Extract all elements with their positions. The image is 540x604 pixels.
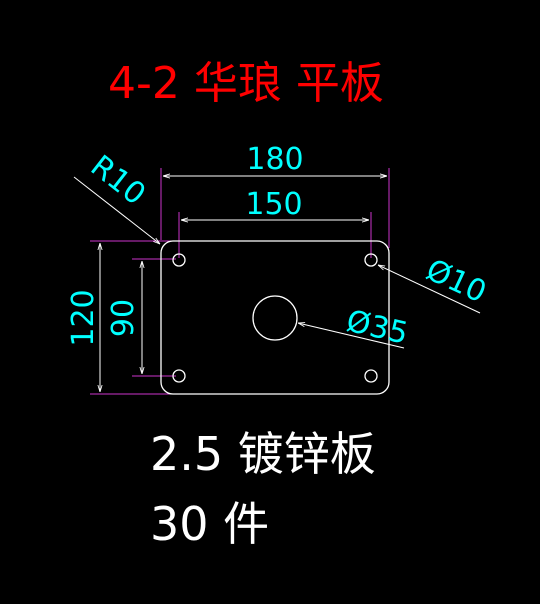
leader-d10 <box>378 265 481 314</box>
leader-lines <box>73 176 481 349</box>
hole-bottom-right <box>364 369 378 383</box>
extension-lines <box>90 168 390 395</box>
material-note: 2.5 镀锌板 <box>150 427 376 481</box>
dimension-lines <box>100 176 387 392</box>
plate-geometry <box>160 240 390 395</box>
dim-text-120: 120 <box>66 289 101 346</box>
quantity-note: 30 件 <box>150 497 269 551</box>
center-hole <box>252 295 298 341</box>
drawing-title: 4-2 华琅 平板 <box>108 58 384 109</box>
hole-top-right <box>364 253 378 267</box>
leader-d35 <box>298 323 405 349</box>
hole-bottom-left <box>172 369 186 383</box>
dim-text-r10: R10 <box>84 149 152 213</box>
plate-outline <box>160 240 390 395</box>
dim-text-150: 150 <box>245 187 302 222</box>
hole-top-left <box>172 253 186 267</box>
dim-text-d35: Ø35 <box>343 304 411 352</box>
leader-r10 <box>73 176 160 244</box>
dim-text-90: 90 <box>106 299 141 337</box>
dim-text-180: 180 <box>246 142 303 177</box>
